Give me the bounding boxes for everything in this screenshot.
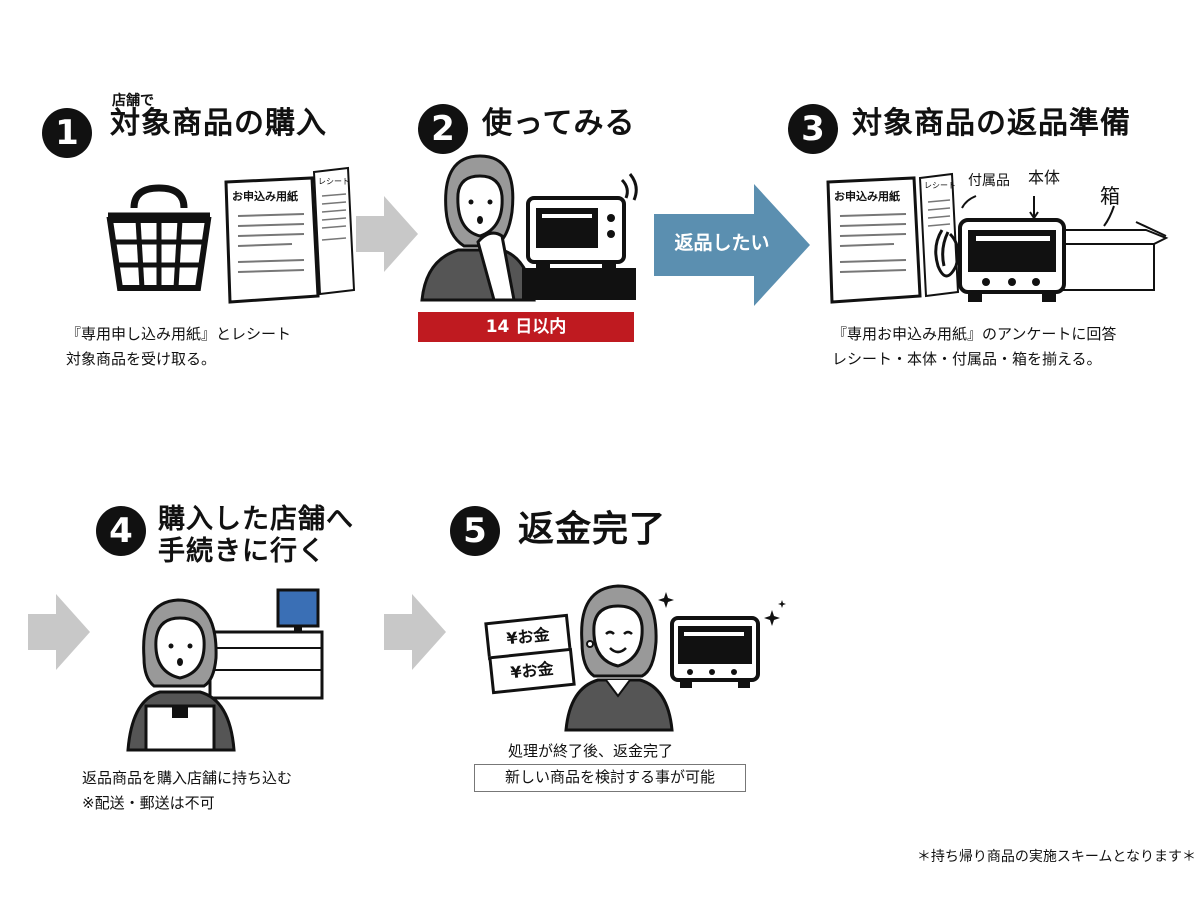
step-1-caption: 『専用申し込み用紙』とレシート 対象商品を受け取る。 — [66, 322, 291, 372]
step-2-title: 使ってみる — [482, 106, 636, 141]
return-arrow-label: 返品したい — [674, 232, 770, 254]
happy-person-with-oven-icon — [564, 584, 786, 732]
step-4-caption-line-1: 返品商品を購入店舗に持ち込む — [82, 769, 293, 787]
accessory-label: 付属品 — [968, 173, 1010, 189]
step-4-caption: 返品商品を購入店舗に持ち込む ※配送・郵送は不可 — [82, 766, 292, 816]
shopping-basket-icon — [106, 184, 212, 291]
step-1-caption-line-2: 対象商品を受け取る。 — [66, 350, 217, 368]
step-1-pretitle: 店舗で — [112, 93, 154, 109]
step-5-caption-line-2: 新しい商品を検討する事が可能 — [504, 768, 715, 786]
money-label: ¥お金 — [509, 658, 555, 683]
step-2-number-badge: 2 — [418, 104, 468, 154]
oven-and-box-icon — [934, 195, 1169, 302]
step-3-number-badge: 3 — [788, 104, 838, 154]
body-label: 本体 — [1028, 168, 1061, 187]
period-bar — [418, 312, 634, 342]
flow-arrow-icon — [384, 594, 446, 670]
step-4-caption-line-2: ※配送・郵送は不可 — [82, 794, 215, 812]
receipt-label: レシート — [924, 181, 956, 190]
thinking-person-with-oven-icon — [420, 154, 638, 302]
step-4-title-line-2: 手続きに行く — [158, 536, 326, 567]
step-3-title: 対象商品の返品準備 — [852, 106, 1131, 141]
step-5-caption-highlight — [474, 764, 746, 792]
return-arrow-icon — [654, 184, 810, 306]
step-3-caption: 『専用お申込み用紙』のアンケートに回答 レシート・本体・付属品・箱を揃える。 — [832, 322, 1116, 372]
flow-arrow-icon — [28, 594, 90, 670]
step-4-title: 購入した店舗へ 手続きに行く — [158, 504, 354, 568]
step-1-title: 対象商品の購入 — [110, 106, 327, 141]
receipt-label: レシート — [318, 177, 350, 186]
store-counter-person-icon — [126, 588, 324, 752]
step-1-number-badge: 1 — [42, 108, 92, 158]
flow-arrow-icon — [356, 196, 418, 272]
application-form-icon: お申込み用紙 — [824, 176, 922, 304]
form-label: お申込み用紙 — [232, 190, 298, 203]
step-5-caption-line-1: 処理が終了後、返金完了 — [508, 742, 674, 760]
step-3-caption-line-2: レシート・本体・付属品・箱を揃える。 — [832, 350, 1102, 368]
box-label: 箱 — [1100, 184, 1120, 208]
step-5-number-badge: 5 — [450, 506, 500, 556]
step-3-caption-line-1: 『専用お申込み用紙』のアンケートに回答 — [832, 325, 1117, 343]
period-label: 14 日以内 — [485, 317, 567, 337]
step-5-title: 返金完了 — [518, 509, 667, 550]
footnote: ＊持ち帰り商品の実施スキームとなります＊ — [916, 849, 1196, 865]
step-4-number-badge: 4 — [96, 506, 146, 556]
step-4-title-line-1: 購入した店舗へ — [158, 504, 354, 535]
form-label: お申込み用紙 — [834, 190, 900, 203]
step-1-caption-line-1: 『専用申し込み用紙』とレシート — [66, 325, 292, 343]
receipt-icon: レシート — [312, 166, 356, 296]
application-form-icon: お申込み用紙 — [222, 176, 320, 304]
